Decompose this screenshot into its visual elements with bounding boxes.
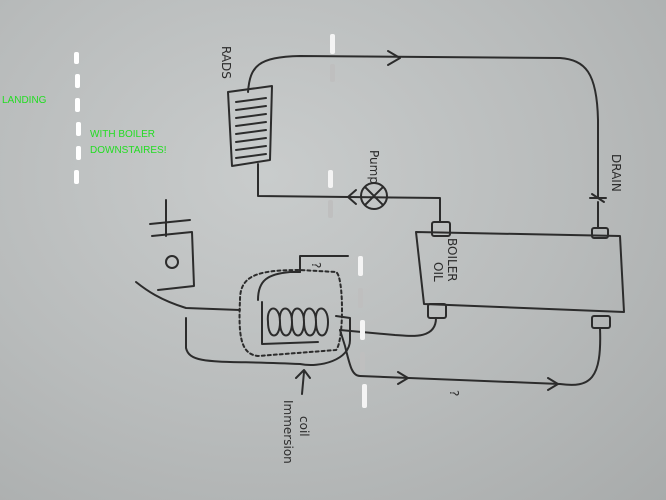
radiator-outline	[227, 85, 273, 167]
flow-pipe-top	[247, 55, 599, 187]
with-boiler-label-line2: DOWNSTAIRES!	[90, 145, 167, 156]
rads-label: RADS	[219, 46, 233, 79]
drain-connector	[591, 227, 609, 239]
pump-label: Pump	[367, 150, 381, 184]
flow-arrow	[387, 50, 401, 66]
boiler-top-connector	[431, 221, 451, 237]
cold-supply-pipe	[135, 281, 241, 311]
oil-boiler-outline	[415, 231, 625, 313]
drain-valve	[589, 185, 607, 229]
bottom-return-pipe	[339, 327, 602, 386]
unknown-top-label: ?	[309, 262, 323, 268]
cylinder-outline	[238, 269, 343, 357]
tank-outline	[151, 231, 195, 291]
bottom-arrow-1	[397, 371, 409, 385]
cylinder-feed	[257, 271, 319, 345]
return-pipe	[257, 163, 441, 223]
oil-boiler-label-line2: BOILER	[445, 238, 459, 282]
boiler-bottom-connector	[427, 303, 447, 319]
cylinder-side-pipe	[185, 315, 351, 366]
immersion-label-line2: coil	[297, 416, 311, 437]
float-valve	[165, 255, 179, 269]
tank-inlet	[149, 199, 191, 237]
cylinder-top-pipe	[299, 255, 349, 273]
pump-symbol	[360, 182, 388, 210]
boiler-to-cylinder-pipe	[339, 317, 437, 337]
return-arrow	[347, 189, 357, 205]
boiler-right-connector	[591, 315, 611, 329]
oil-boiler-label-line1: OIL	[431, 262, 445, 282]
landing-label: LANDING	[2, 95, 47, 106]
immersion-label-line1: Immersion	[281, 400, 295, 464]
bottom-arrow-2	[547, 377, 559, 391]
immersion-pointer	[295, 369, 311, 395]
drain-label: DRAIN	[609, 154, 623, 192]
immersion-coil	[266, 307, 329, 337]
unknown-bottom-label: ?	[447, 390, 461, 396]
with-boiler-label-line1: WITH BOILER	[90, 129, 156, 140]
